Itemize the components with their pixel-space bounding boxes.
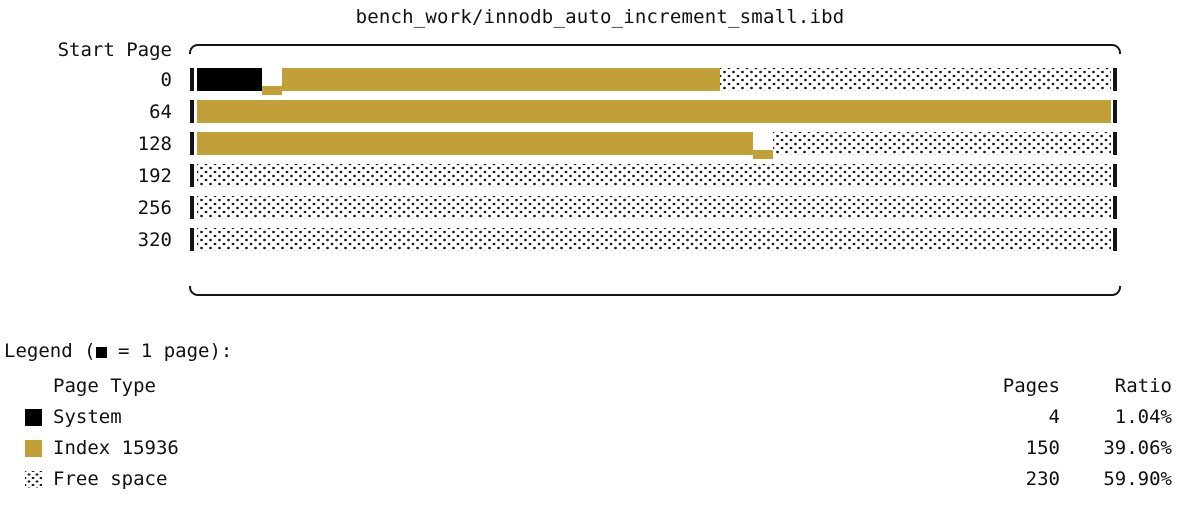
row-label: 192 [137, 165, 172, 187]
row-label: 320 [137, 229, 172, 251]
legend-swatch-system-icon [25, 409, 42, 426]
segment-index [197, 132, 753, 155]
row-track [197, 196, 1111, 219]
legend-item[interactable]: Free space 230 59.90% [0, 464, 1200, 495]
legend-item-pages: 4 [1048, 406, 1060, 428]
row-bracket-left [190, 164, 194, 187]
legend-caption-before: Legend ( [4, 340, 96, 362]
row-track [197, 228, 1111, 251]
page-unit-square-icon [95, 347, 107, 358]
row-label: 0 [160, 69, 172, 91]
legend-item[interactable]: Index 15936 150 39.06% [0, 433, 1200, 464]
legend-item-pages: 230 [1025, 468, 1060, 490]
row-bracket-right [1113, 164, 1117, 187]
segment-free [720, 68, 1111, 91]
page-map-plot: Start Page 0 64 128 192 [0, 36, 1200, 312]
row-bracket-left [190, 228, 194, 251]
row-bracket-left [190, 196, 194, 219]
legend-item-pages: 150 [1025, 437, 1060, 459]
legend-item-name: Index 15936 [53, 437, 179, 459]
row-bracket-left [190, 132, 194, 155]
row-track [197, 164, 1111, 187]
y-axis-title: Start Page [57, 39, 172, 61]
row-track [197, 68, 1111, 95]
legend-caption-after: = 1 page): [106, 340, 233, 362]
chart-title: bench_work/innodb_auto_increment_small.i… [355, 6, 845, 28]
plot-bracket-top [189, 44, 1121, 54]
legend-swatch-index-icon [25, 440, 42, 457]
segment-index [282, 68, 720, 91]
segment-index-step [262, 86, 282, 95]
legend-header-row: Page Type Pages Ratio [0, 371, 1200, 402]
row-label: 256 [137, 197, 172, 219]
legend-col-pages: Pages [1002, 375, 1060, 397]
segment-system [197, 68, 262, 91]
row-bracket-right [1113, 228, 1117, 251]
row-bracket-left [190, 100, 194, 123]
row-bracket-right [1113, 132, 1117, 155]
segment-index-step [753, 150, 773, 159]
row-track [197, 132, 1111, 159]
legend-caption: Legend ( = 1 page): [4, 340, 232, 362]
plot-bracket-bottom [189, 286, 1121, 296]
row-label: 128 [137, 133, 172, 155]
legend-item-ratio: 39.06% [1103, 437, 1172, 459]
row-bracket-right [1113, 100, 1117, 123]
row-bracket-right [1113, 196, 1117, 219]
legend-item-name: System [53, 406, 122, 428]
segment-free [773, 132, 1111, 155]
segment-free [197, 228, 1111, 251]
legend-col-page-type: Page Type [53, 375, 156, 397]
segment-free [197, 164, 1111, 187]
legend-item-ratio: 59.90% [1103, 468, 1172, 490]
row-bracket-right [1113, 68, 1117, 91]
segment-free [197, 196, 1111, 219]
row-track [197, 100, 1111, 123]
segment-index [197, 100, 1111, 123]
row-label: 64 [149, 101, 172, 123]
legend-swatch-free-space-icon [25, 471, 42, 488]
legend-item-name: Free space [53, 468, 168, 490]
legend-item-ratio: 1.04% [1114, 406, 1172, 428]
legend-item[interactable]: System 4 1.04% [0, 402, 1200, 433]
legend-col-ratio: Ratio [1114, 375, 1172, 397]
row-bracket-left [190, 68, 194, 91]
